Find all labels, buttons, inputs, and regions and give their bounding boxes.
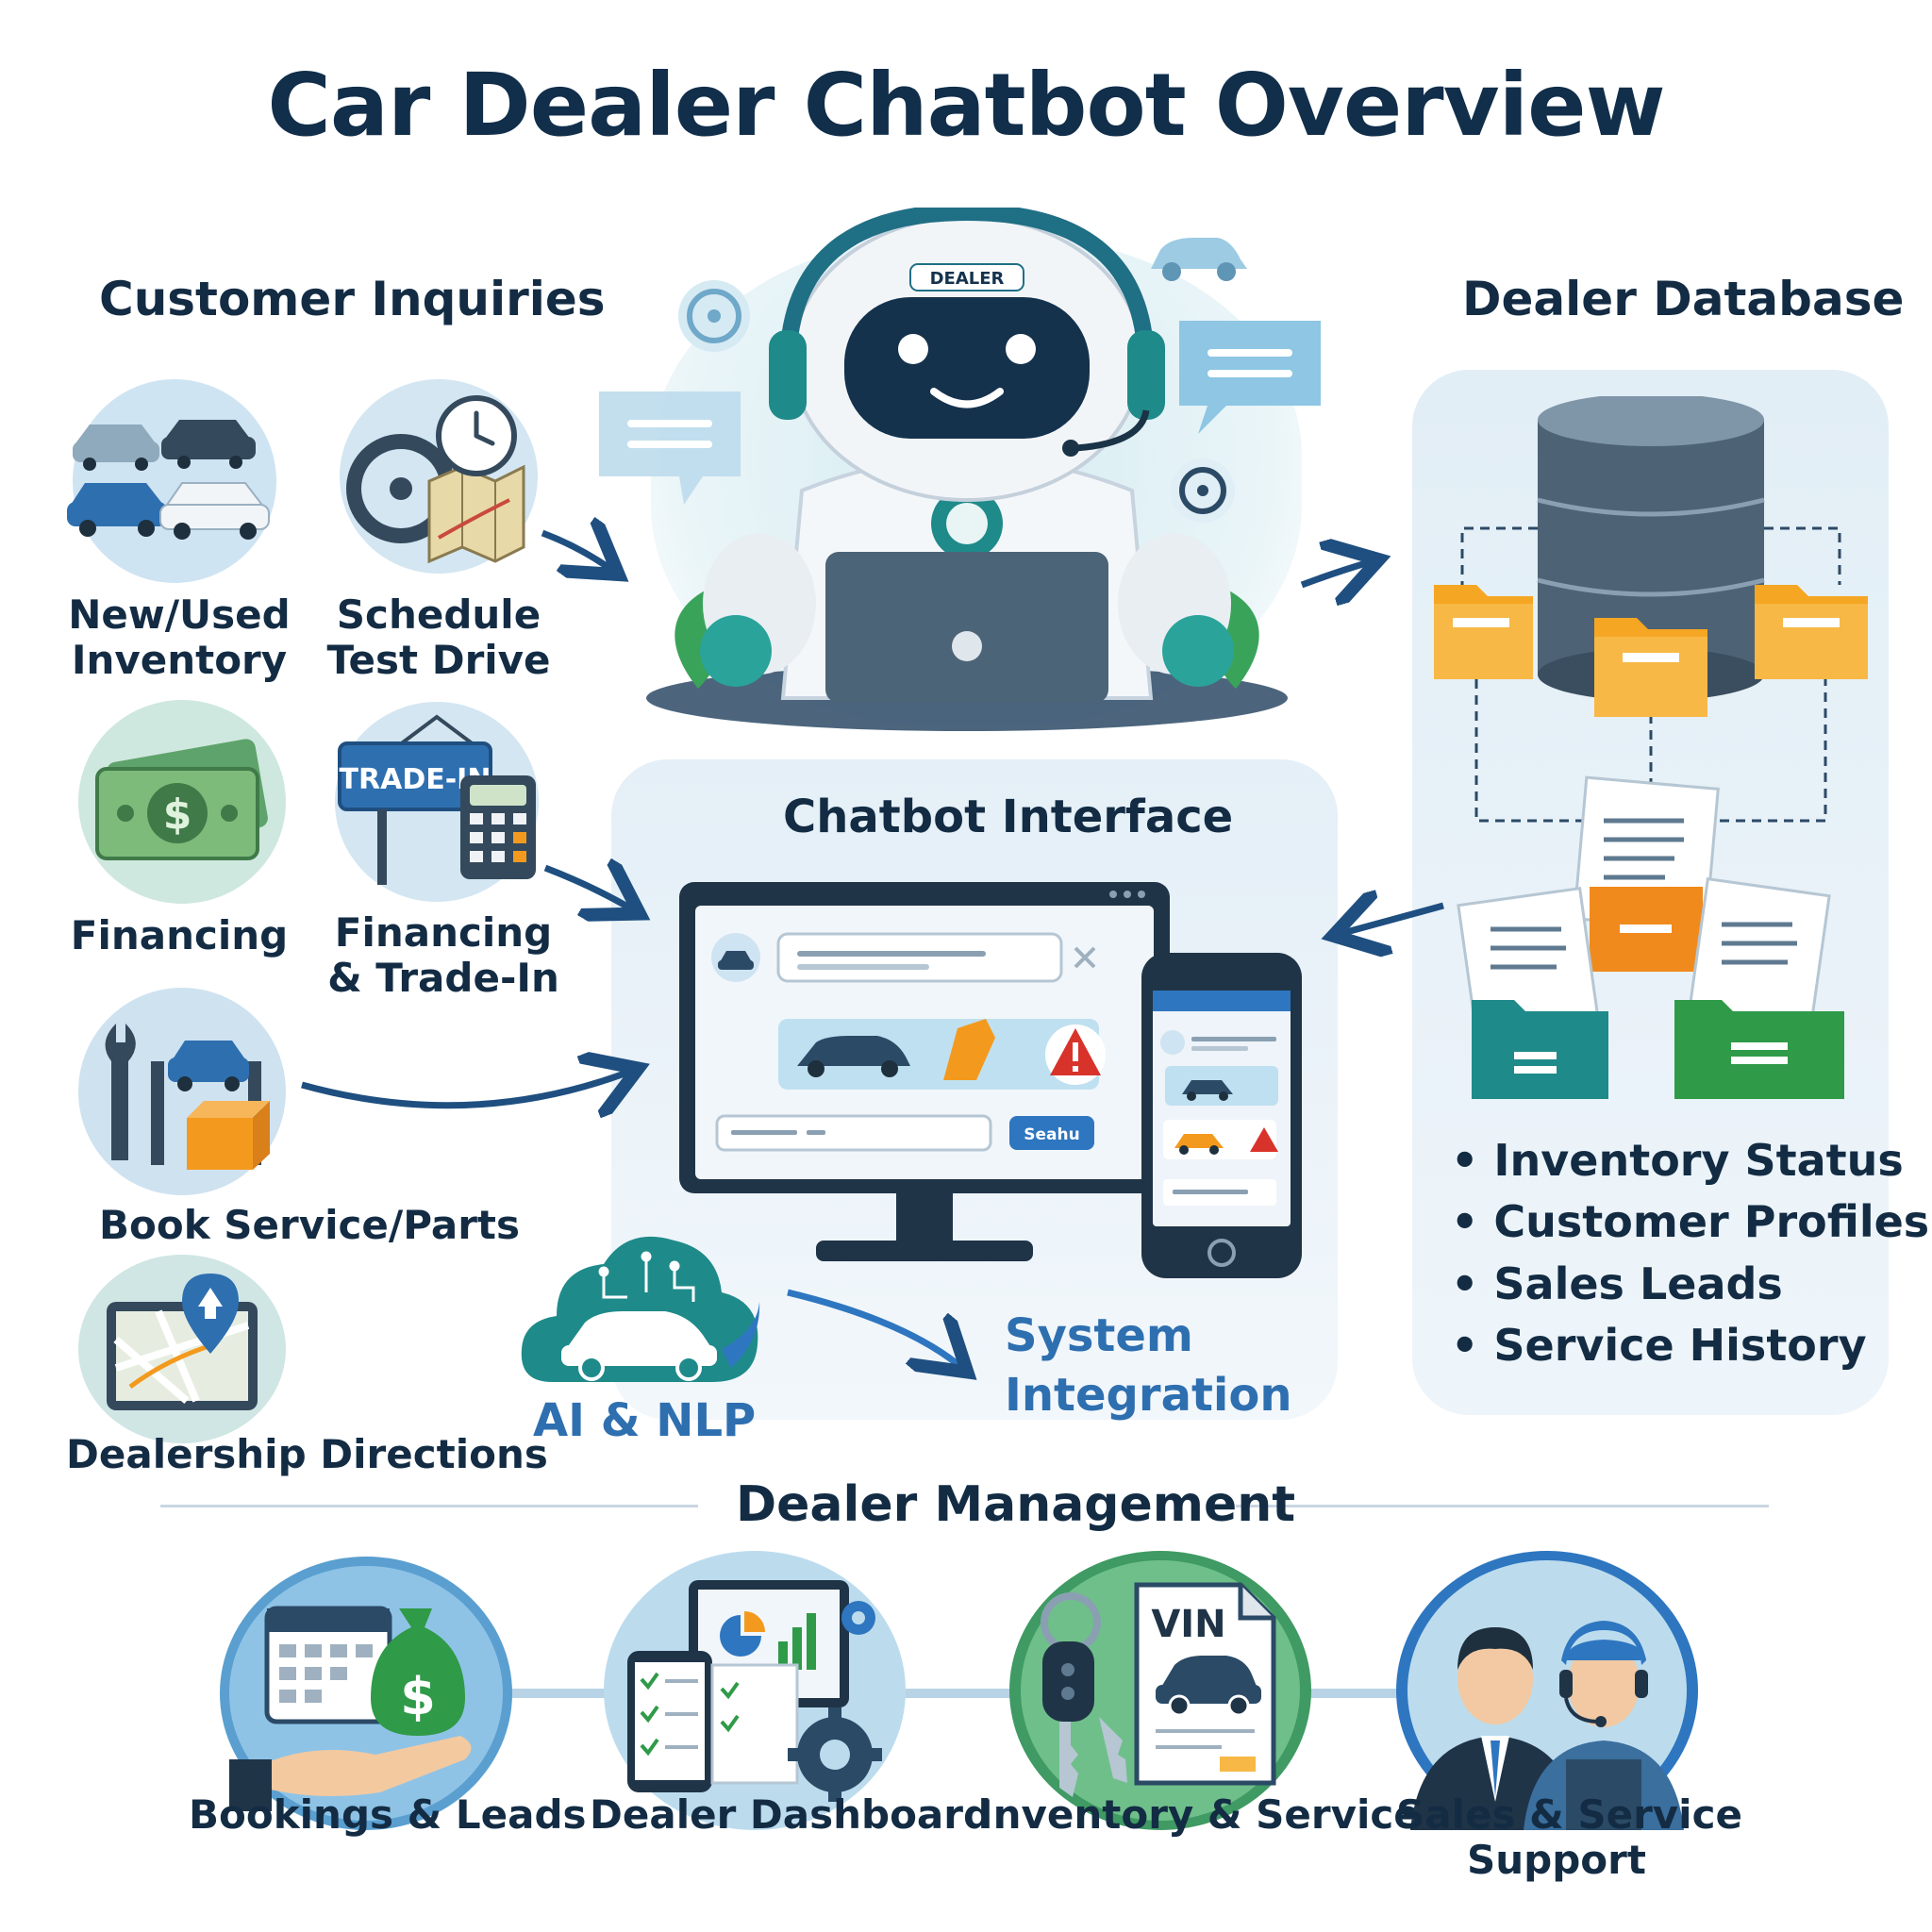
svg-text:$: $: [400, 1667, 436, 1726]
inquiry-label-book-service-parts: Book Service/Parts: [99, 1202, 521, 1248]
map-pin-icon: [78, 1255, 286, 1443]
page-title: Car Dealer Chatbot Overview: [267, 55, 1665, 156]
management-label-bookings-leads: Bookings & Leads: [189, 1791, 587, 1838]
database-cylinder-icon: [1537, 396, 1765, 701]
robot-illustration: DEALER: [646, 208, 1288, 731]
ai-car-cloud-icon: [521, 1236, 760, 1382]
dashboard-gear-icon: [604, 1551, 906, 1830]
robot-badge-text: DEALER: [930, 269, 1005, 289]
dealer-management-connector: [368, 1689, 1575, 1698]
cars-icon: [67, 379, 276, 583]
keys-vin-icon: VIN: [1009, 1551, 1311, 1830]
management-label-inventory-service: Inventory & Service: [978, 1791, 1421, 1838]
ai-nlp-label: AI & NLP: [533, 1394, 757, 1447]
database-item-service-history: Service History: [1451, 1315, 1929, 1376]
trade-in-calculator-icon: TRADE-IN: [335, 702, 539, 902]
steering-clock-map-icon: [340, 379, 538, 574]
wrench-lift-icon: [78, 988, 286, 1195]
chat-bubble-icon-right: [1179, 321, 1321, 434]
system-integration-label: System Integration: [1005, 1309, 1292, 1423]
steering-wheel-icon: [678, 280, 750, 352]
flow-arrows: [301, 0, 1444, 1472]
phone-chat-window: [1141, 953, 1302, 1278]
car-icon-floating: [1151, 238, 1247, 281]
customer-inquiries-heading: Customer Inquiries: [99, 272, 606, 326]
chat-bubble-icon-left: [599, 391, 741, 505]
search-button-text: Seahu: [1024, 1125, 1079, 1144]
inquiry-label-financing-trade-in: Financing & Trade-In: [327, 909, 559, 1002]
chatbot-interface-heading: Chatbot Interface: [783, 791, 1234, 843]
inquiry-label-dealership-directions: Dealership Directions: [66, 1431, 548, 1477]
dealer-database-list: Inventory Status Customer Profiles Sales…: [1451, 1130, 1929, 1376]
management-label-dealer-dashboard: Dealer Dashboard: [590, 1791, 992, 1838]
steering-wheel-icon-small: [1171, 458, 1235, 523]
support-staff-icon: [1396, 1551, 1698, 1830]
database-item-sales-leads: Sales Leads: [1451, 1254, 1929, 1315]
dealer-management-divider-right: [1236, 1505, 1769, 1507]
inquiry-label-new-used-inventory: New/Used Inventory: [68, 591, 291, 684]
management-label-sales-service-support: Sales & Service Support: [1396, 1791, 1742, 1884]
folder-icon-left: [1434, 585, 1533, 679]
database-item-customer-profiles: Customer Profiles: [1451, 1191, 1929, 1253]
monitor-chat-window: Seahu: [679, 882, 1170, 1261]
folder-icon-right: [1755, 585, 1868, 679]
dealer-management-heading: Dealer Management: [736, 1476, 1296, 1533]
svg-text:$: $: [163, 791, 192, 839]
inquiry-label-financing: Financing: [70, 912, 289, 958]
database-item-inventory-status: Inventory Status: [1451, 1130, 1929, 1191]
dealer-management-divider-left: [160, 1505, 698, 1507]
document-icons: [1457, 775, 1844, 1099]
calendar-moneybag-icon: $: [220, 1557, 512, 1830]
vin-text: VIN: [1151, 1603, 1225, 1646]
dealer-database-heading: Dealer Database: [1462, 272, 1905, 326]
database-folders-illustration: [1434, 396, 1868, 1099]
cash-icon: $: [78, 700, 286, 904]
inquiry-label-schedule-test-drive: Schedule Test Drive: [326, 591, 551, 684]
folder-icon-middle: [1594, 618, 1707, 717]
